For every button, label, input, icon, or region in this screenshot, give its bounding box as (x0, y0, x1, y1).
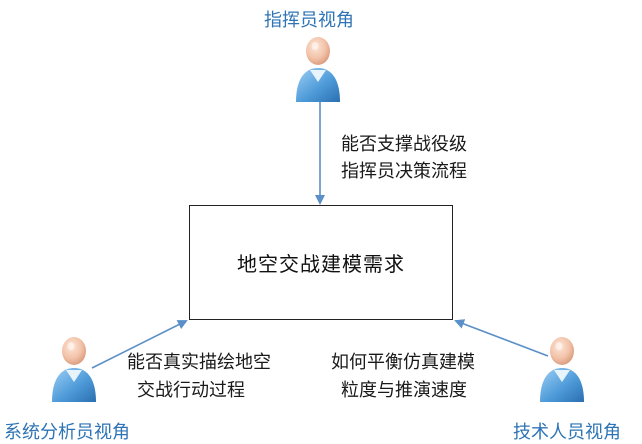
engineer-question-line-2: 粒度与推演速度 (341, 380, 467, 401)
analyst-question-line-1: 能否真实描绘地空 (127, 352, 271, 373)
engineer-role-label: 技术人员视角 (513, 422, 621, 443)
commander-question-line-1: 能否支撑战役级 (341, 134, 467, 155)
person-icon (296, 37, 340, 102)
commander-role-label: 指挥员视角 (264, 10, 354, 31)
analyst-role-label: 系统分析员视角 (4, 422, 130, 443)
commander-question-line-2: 指挥员决策流程 (341, 161, 467, 182)
center-requirement-box: 地空交战建模需求 (189, 205, 453, 320)
arrow-engineer-to-box (454, 319, 549, 357)
engineer-question-line-1: 如何平衡仿真建模 (331, 352, 475, 373)
person-icon (540, 337, 584, 402)
analyst-question-line-2: 交战行动过程 (137, 380, 245, 401)
arrow-analyst-to-box (91, 320, 188, 369)
center-box-label: 地空交战建模需求 (237, 252, 405, 276)
person-icon (52, 337, 96, 402)
